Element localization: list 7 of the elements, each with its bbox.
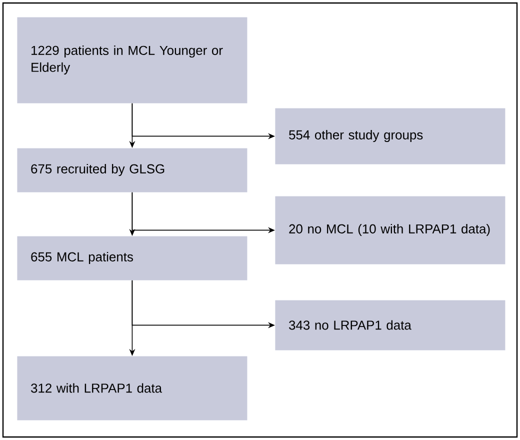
process-box: 675 recruited by GLSG [17,148,248,192]
process-box: 655 MCL patients [17,236,248,280]
process-box: 20 no MCL (10 with LRPAP1 data) [275,196,506,264]
process-box: 312 with LRPAP1 data [17,356,248,420]
process-box: 554 other study groups [275,108,506,164]
process-box: 1229 patients in MCL Younger or Elderly [17,17,248,104]
process-box: 343 no LRPAP1 data [275,300,506,350]
